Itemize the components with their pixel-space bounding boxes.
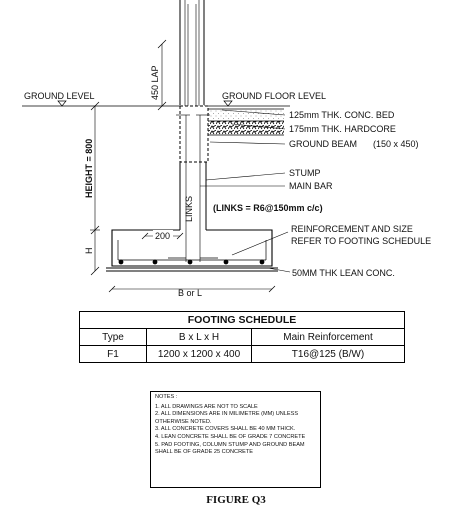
width-dimension: B or L <box>108 285 276 298</box>
callout-ground-beam: GROUND BEAM <box>289 139 357 149</box>
list-item: 1. ALL DRAWINGS ARE NOT TO SCALE <box>155 403 258 410</box>
list-item: 2. ALL DIMENSIONS ARE IN MILIMETRE (MM) … <box>155 411 299 425</box>
dim-200-label: 200 <box>155 231 170 241</box>
column <box>179 0 205 115</box>
h-label: H <box>84 248 94 255</box>
ground-level-label: GROUND LEVEL <box>24 91 95 101</box>
figure-caption: FIGURE Q3 <box>206 494 266 506</box>
dim-200: 200 <box>141 230 184 241</box>
callout-ground-beam-size: (150 x 450) <box>373 139 419 149</box>
schedule-title: FOOTING SCHEDULE <box>79 311 405 329</box>
cell-size: 1200 x 1200 x 400 <box>146 345 252 363</box>
ground-floor-level-line: GROUND FLOOR LEVEL <box>204 91 326 107</box>
cell-type: F1 <box>79 345 147 363</box>
list-item: 3. ALL CONCRETE COVERS SHALL BE 40 MM TH… <box>155 426 296 433</box>
callout-stump: STUMP <box>289 168 321 178</box>
footing-schedule-table: FOOTING SCHEDULE Type B x L x H Main Rei… <box>79 311 405 363</box>
ground-floor-level-label: GROUND FLOOR LEVEL <box>222 91 326 101</box>
col-type-header: Type <box>79 328 147 346</box>
footing-section-drawing: 450 LAP GROUND LEVEL GROUND FLOOR LEVEL … <box>22 0 431 298</box>
callout-reinforcement: REINFORCEMENT AND SIZE <box>291 224 413 234</box>
floor-slab <box>204 108 284 136</box>
callout-leaders <box>200 109 291 273</box>
links-label: LINKS <box>184 196 194 222</box>
ground-beam <box>179 105 209 163</box>
height-label: HEIGHT = 800 <box>84 139 94 198</box>
table-row: F1 1200 x 1200 x 400 T16@125 (B/W) <box>79 345 405 363</box>
notes-list: 1. ALL DRAWINGS ARE NOT TO SCALE 2. ALL … <box>155 404 316 457</box>
notes-title: NOTES : <box>155 394 178 400</box>
stump: LINKS <box>176 114 210 262</box>
callout-refer-schedule: REFER TO FOOTING SCHEDULE <box>291 236 431 246</box>
footing-pad <box>111 229 273 267</box>
callout-lean-concrete: 50MM THK LEAN CONC. <box>292 268 395 278</box>
col-size-header: B x L x H <box>146 328 252 346</box>
cell-reinforcement: T16@125 (B/W) <box>251 345 405 363</box>
list-item: 4. LEAN CONCRETE SHALL BE OF GRADE 7 CON… <box>155 433 306 440</box>
height-dimension: HEIGHT = 800 H <box>84 101 100 276</box>
list-item: 5. PAD FOOTING, COLUMN STUMP AND GROUND … <box>155 441 305 456</box>
callout-hardcore: 175mm THK. HARDCORE <box>289 124 396 134</box>
schedule-header-row: Type B x L x H Main Reinforcement <box>79 328 405 346</box>
col-reinforcement-header: Main Reinforcement <box>251 328 405 346</box>
callout-conc-bed: 125mm THK. CONC. BED <box>289 110 395 120</box>
ground-level-line: GROUND LEVEL <box>22 91 180 107</box>
b-or-l-label: B or L <box>178 288 202 298</box>
lean-concrete <box>106 267 278 272</box>
lap-dimension: 450 LAP <box>150 39 167 111</box>
callout-main-bar: MAIN BAR <box>289 181 333 191</box>
notes-box: NOTES : 1. ALL DRAWINGS ARE NOT TO SCALE… <box>150 391 321 488</box>
lap-label: 450 LAP <box>150 65 160 100</box>
links-note: (LINKS = R6@150mm c/c) <box>213 203 323 213</box>
